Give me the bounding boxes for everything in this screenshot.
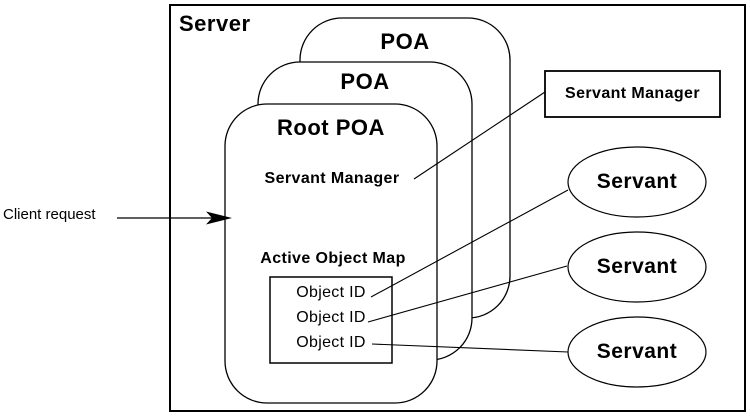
object-id-row-1: Object ID bbox=[296, 284, 366, 301]
servant-ellipse-2 bbox=[567, 231, 707, 303]
servant-label-1: Servant bbox=[596, 170, 678, 193]
servant-label-2: Servant bbox=[596, 255, 678, 278]
poa-middle-label: POA bbox=[340, 69, 390, 94]
connector-objectid3-servant3 bbox=[371, 343, 569, 353]
servant-manager-box-label: Servant Manager bbox=[565, 85, 700, 102]
poa-back-label: POA bbox=[380, 29, 430, 54]
root-poa-servant-manager-label: Servant Manager bbox=[264, 170, 400, 187]
servant-manager-box bbox=[544, 70, 721, 118]
object-id-row-3: Object ID bbox=[296, 334, 366, 351]
active-object-map-label: Active Object Map bbox=[260, 250, 406, 267]
servant-label-3: Servant bbox=[596, 340, 678, 363]
client-request-arrowhead-icon bbox=[206, 211, 232, 225]
connector-objectid2-servant2 bbox=[367, 265, 568, 323]
servant-ellipse-1 bbox=[567, 146, 707, 218]
server-label: Server bbox=[179, 11, 251, 36]
connector-objectid1-servant1 bbox=[370, 189, 569, 298]
client-request-label: Client request bbox=[3, 206, 96, 223]
object-id-row-2: Object ID bbox=[296, 309, 366, 326]
object-id-box bbox=[269, 276, 393, 364]
connector-servant-manager bbox=[413, 91, 546, 180]
root-poa-label: Root POA bbox=[277, 115, 385, 140]
